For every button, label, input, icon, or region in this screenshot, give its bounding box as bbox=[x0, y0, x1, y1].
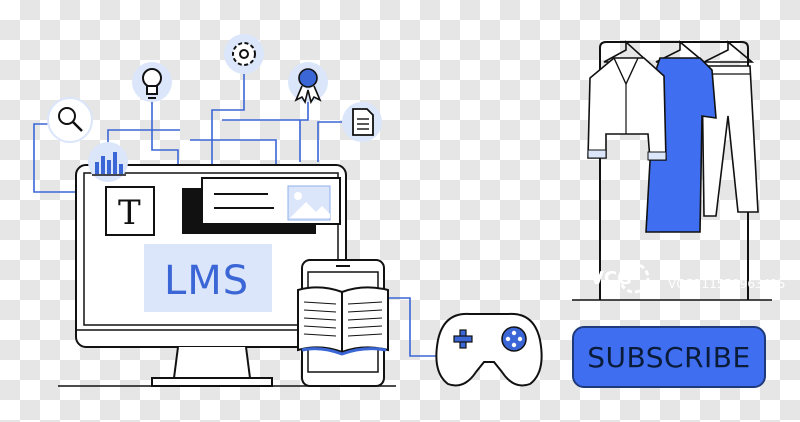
watermark-logo: VCG bbox=[590, 268, 632, 289]
book-icon bbox=[297, 286, 389, 356]
image-icon bbox=[287, 185, 331, 221]
connector-lines bbox=[33, 72, 436, 357]
search-icon bbox=[47, 97, 93, 143]
subscribe-button[interactable]: SUBSCRIBE bbox=[572, 326, 766, 388]
gamepad-icon bbox=[435, 312, 543, 387]
clothes-rack-icon bbox=[572, 40, 772, 301]
lms-label: LMS bbox=[164, 258, 249, 304]
lms-badge-bg bbox=[144, 244, 272, 312]
lightbulb-icon bbox=[132, 62, 172, 102]
document-icon bbox=[342, 102, 382, 142]
award-ribbon-icon bbox=[288, 62, 328, 105]
watermark: VCG VCG211550963415 bbox=[590, 262, 786, 294]
content-card bbox=[201, 177, 341, 225]
bar-chart-icon bbox=[88, 142, 128, 182]
text-tool-tile: T bbox=[105, 186, 155, 236]
watermark-text: VCG211550963415 bbox=[668, 277, 786, 291]
text-tool-glyph: T bbox=[118, 193, 141, 233]
gear-icon bbox=[224, 34, 264, 74]
